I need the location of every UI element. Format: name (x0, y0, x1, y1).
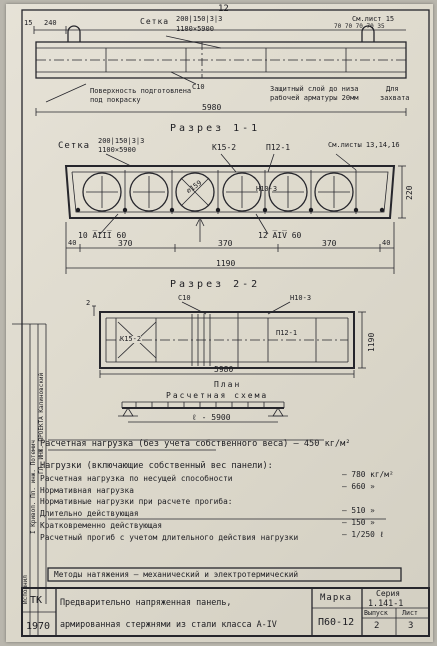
series-label: Серия (376, 589, 401, 598)
marka-label: Марка (320, 593, 353, 603)
load-row2-value: — 660 » (342, 482, 375, 491)
drawing-sheet: 12 15 240 Сетка 200|150|3|3 1180×5900 См… (6, 4, 433, 642)
marka-value: П60-12 (318, 617, 355, 628)
section1-height: 220 (405, 185, 414, 200)
section2-c-label: С10 (178, 294, 191, 302)
load-row4-label: Длительно действующая (40, 509, 139, 518)
load-row5-value: — 150 » (342, 518, 375, 527)
top-c-label: С10 (192, 83, 205, 91)
year-label: 1970 (26, 621, 51, 632)
design-scheme-drawing (118, 401, 288, 423)
load-row1-label: Расчетная нагрузка по несущей способност… (40, 474, 233, 483)
title-line-1: Предварительно напряженная панель, (60, 597, 232, 607)
section1-mesh-spec: 200|150|3|3 (98, 137, 145, 145)
section2-length: 5980 (214, 365, 234, 374)
section-1-drawing (64, 153, 406, 274)
side-stamp-col3: Исполнил (22, 575, 29, 604)
top-dim-240: 240 (44, 19, 57, 27)
note-surface-1: Поверхность подготовлена (90, 87, 192, 95)
load-row1-value: — 780 кг/м² (342, 470, 394, 479)
section1-title: Разрез 1-1 (170, 123, 261, 134)
section1-mesh-label: Сетка (58, 141, 91, 151)
section2-k-label: К15-2 (120, 335, 142, 343)
top-mesh-label: Сетка (140, 17, 170, 26)
top-mesh-spec: 200|150|3|3 (176, 15, 223, 23)
section1-dim-40-left: 40 (68, 239, 77, 247)
load-row3-label: Нормативные нагрузки при расчете прогиба… (40, 497, 233, 506)
section1-mesh-size: 1100×5900 (98, 146, 136, 154)
scheme-span: ℓ - 5900 (192, 413, 231, 422)
sheet-label: Лист (402, 609, 418, 617)
design-load: Расчетная нагрузка (без учета собственно… (40, 439, 351, 449)
section1-dim-370-2: 370 (218, 239, 233, 248)
top-dims-right: 70 70 70 70 35 (334, 23, 385, 30)
section-2-drawing (92, 301, 366, 378)
top-length: 5980 (202, 103, 222, 112)
section1-dim-370-1: 370 (118, 239, 133, 248)
note-grip-1: Для (386, 85, 399, 93)
note-surface-2: под покраску (90, 96, 141, 104)
section1-total-width: 1190 (216, 259, 236, 268)
series-value: 1.141-1 (368, 598, 404, 608)
load-row2-label: Нормативная нагрузка (40, 486, 134, 495)
drawing-linework (12, 9, 430, 637)
title-line-2: армированная стержнями из стали класса A… (60, 619, 277, 629)
section2-p-label: П12-1 (276, 329, 298, 337)
section1-dim-370-3: 370 (322, 239, 337, 248)
section1-rebar-left: 10 A̅III̅ 60 (78, 231, 127, 240)
org-label: ТК (30, 595, 43, 606)
plan-label: План (214, 380, 242, 389)
section1-dim-40-right: 40 (382, 239, 391, 247)
note-cover-1: Защитный слой до низа (270, 85, 359, 93)
issue-value: 2 (374, 621, 380, 631)
side-stamp-col1: ГЛ. ИНЖ. ПРОЕКТА Калиновский (38, 372, 45, 474)
top-sheet-ref: См.лист 15 (352, 15, 395, 23)
page-number: 12 (218, 4, 229, 14)
section1-k-label: К15-2 (212, 143, 237, 152)
section2-width-dim: 1190 (367, 332, 376, 352)
section1-p-label: П12-1 (266, 143, 291, 152)
load-row6-value: — 1/250 ℓ (342, 530, 385, 539)
sheet-value: 3 (408, 621, 414, 631)
side-stamp-col2: I Кривоп. Пл. инж. Потемич (30, 440, 37, 534)
top-view-drawing (33, 25, 407, 116)
loads-heading: Нагрузки (включающие собственный вес пан… (40, 461, 273, 471)
load-row6-label: Расчетный прогиб с учетом длительного де… (40, 533, 299, 542)
section2-n-label: Н10-3 (290, 294, 312, 302)
title-block-lines (21, 587, 430, 637)
section1-rebar-right: 12 A̅IV̅ 60 (258, 231, 302, 240)
section1-n-label: Н10-3 (256, 185, 278, 193)
tension-methods: Методы натяжения — механический и электр… (54, 570, 299, 579)
section1-sheet-ref: См.листы 13,14,16 (328, 141, 400, 149)
issue-label: Выпуск (364, 609, 388, 617)
section2-title: Разрез 2-2 (170, 279, 261, 290)
section2-label-2: 2 (86, 299, 91, 307)
scheme-title: Расчетная схема (166, 391, 269, 400)
top-mesh-size: 1180×5900 (176, 25, 214, 33)
load-row4-value: — 510 » (342, 506, 375, 515)
note-grip-2: захвата (380, 94, 410, 102)
load-row5-label: Кратковременно действующая (40, 521, 163, 530)
top-dim-15: 15 (24, 19, 33, 27)
note-cover-2: рабочей арматуры 20мм (270, 94, 359, 102)
